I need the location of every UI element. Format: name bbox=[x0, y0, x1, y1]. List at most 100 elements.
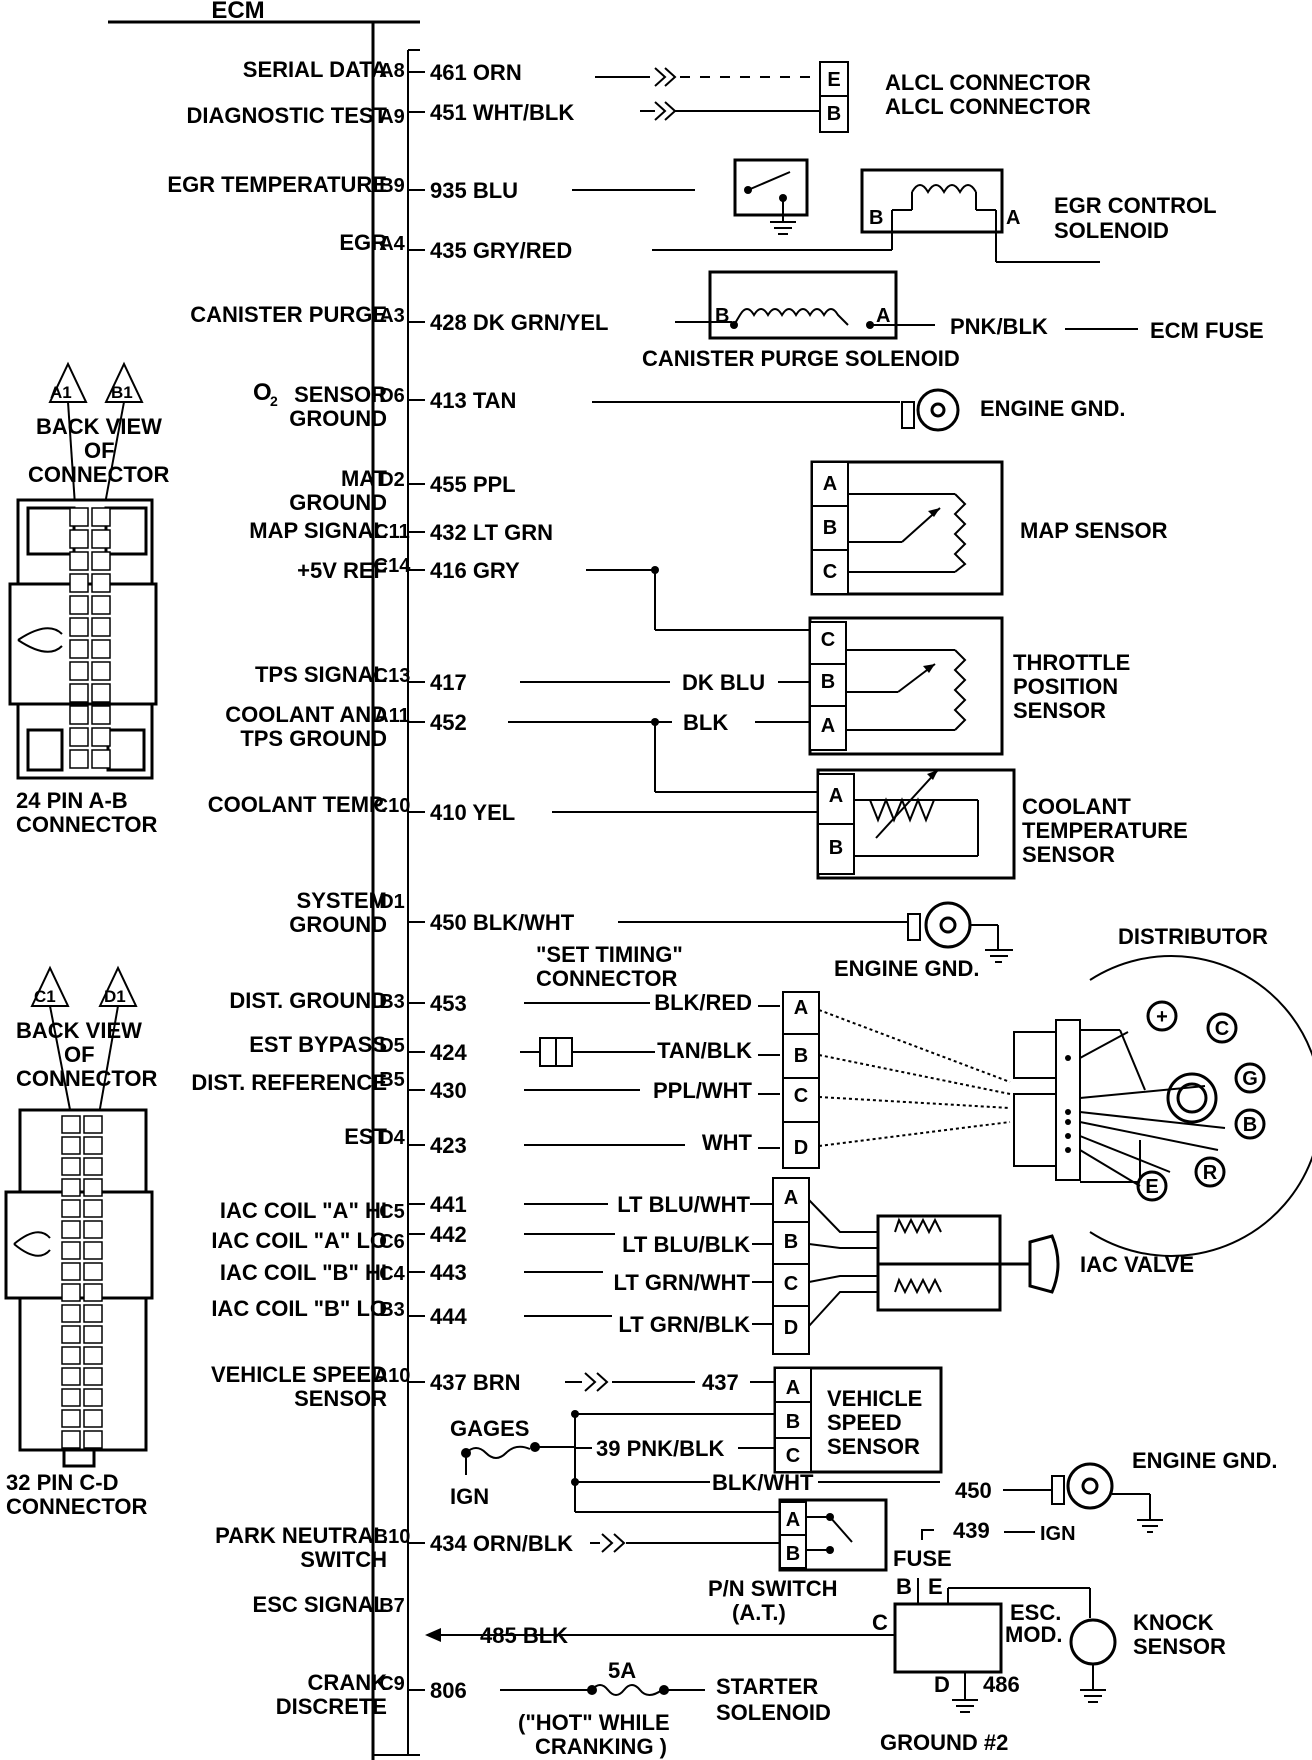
esc-l1: ESC. bbox=[1010, 1600, 1061, 1625]
crank-hot2: CRANKING ) bbox=[535, 1734, 667, 1759]
map-pin-b: B bbox=[823, 517, 837, 539]
ecm-pin-id: D4 bbox=[379, 1127, 405, 1149]
egr-control-solenoid: B A EGR CONTROL SOLENOID bbox=[652, 168, 1217, 263]
ecm-pin-label: GROUND bbox=[289, 490, 387, 515]
esc-ground: GROUND #2 bbox=[880, 1730, 1008, 1755]
ecm-pin-label: IAC COIL "B" LO bbox=[211, 1296, 387, 1321]
ecm-pin-id: D6 bbox=[379, 385, 405, 407]
conn-cd-v3: CONNECTOR bbox=[16, 1066, 157, 1091]
esc-wire-486: 486 bbox=[983, 1672, 1020, 1697]
ecm-wire-label: 443 bbox=[430, 1260, 467, 1285]
canister-purge-solenoid: B A PNK/BLK ECM FUSE CANISTER PURGE SOLE… bbox=[642, 270, 1264, 371]
vss-wire-450: 450 bbox=[955, 1478, 992, 1503]
distributor: DISTRIBUTOR "SET TIMING" CONNECTOR BLK/R… bbox=[520, 924, 1312, 1257]
dist-terminal bbox=[1206, 1012, 1238, 1044]
egr-temp-switch bbox=[572, 158, 809, 235]
ecm-pin-label: MAT bbox=[341, 466, 388, 491]
ecm-pin-label: DIAGNOSTIC TEST bbox=[187, 103, 388, 128]
conn-cd-v2: OF bbox=[64, 1042, 95, 1067]
ecm-pin-label: SWITCH bbox=[300, 1547, 387, 1572]
canister-pin-a: A bbox=[876, 305, 890, 327]
connector-pin bbox=[83, 1409, 103, 1428]
connector-pin bbox=[61, 1283, 81, 1302]
connector-pin bbox=[83, 1346, 103, 1365]
connector-pin bbox=[91, 617, 111, 637]
vss-wire-gnd: BLK/WHT bbox=[712, 1470, 814, 1495]
ecm-pin-label: IAC COIL "A" LO bbox=[211, 1228, 387, 1253]
conn-ab-v2: OF bbox=[84, 438, 115, 463]
connector-pin bbox=[83, 1283, 103, 1302]
o2-prefix: O bbox=[253, 379, 272, 406]
esc-module: 485 BLK ESC. MOD. B E C D 486 GROUND #2 … bbox=[425, 1574, 1226, 1755]
dist-terminal-label: G bbox=[1242, 1068, 1258, 1090]
connector-pin bbox=[83, 1178, 103, 1197]
connector-pin bbox=[61, 1325, 81, 1344]
egr-sol-title2: SOLENOID bbox=[1054, 218, 1169, 243]
o2-subscript: 2 bbox=[270, 393, 278, 409]
ecm-fuse-label: ECM FUSE bbox=[1150, 318, 1264, 343]
ecm-pin-label: SYSTEM bbox=[297, 888, 387, 913]
dist-terminal-label: C bbox=[1215, 1018, 1229, 1040]
connector-pin bbox=[83, 1367, 103, 1386]
ecm-pin-label: COOLANT AND bbox=[225, 702, 387, 727]
connector-pin bbox=[61, 1304, 81, 1323]
dist-wire-label: WHT bbox=[702, 1130, 753, 1155]
crank-circuit: 5A ("HOT" WHILE CRANKING ) STARTER SOLEN… bbox=[500, 1658, 831, 1759]
pn-switch: A B P/N SWITCH (A.T.) FUSE 439 IGN bbox=[590, 1498, 1076, 1625]
ecm-wire-label: 450 BLK/WHT bbox=[430, 910, 575, 935]
ecm-pin-label: ESC SIGNAL bbox=[253, 1592, 387, 1617]
coolant-temp-sensor: A B COOLANT TEMPERATURE SENSOR bbox=[552, 768, 1188, 880]
ecm-pin-id: A11 bbox=[374, 705, 410, 727]
engine-gnd-label-3: ENGINE GND. bbox=[1132, 1448, 1277, 1473]
connector-pin bbox=[61, 1388, 81, 1407]
engine-ground-d6: ENGINE GND. bbox=[592, 388, 1125, 432]
ecm-pin-id: D2 bbox=[379, 469, 405, 491]
conn-cd-cap2: CONNECTOR bbox=[6, 1494, 147, 1519]
connector-pin bbox=[69, 507, 89, 527]
crank-fuse: 5A bbox=[608, 1658, 636, 1683]
ecm-pin-label: TPS GROUND bbox=[240, 726, 387, 751]
ecm-wire-label: 441 bbox=[430, 1192, 467, 1217]
connector-pin bbox=[91, 683, 111, 703]
engine-ground-d1: ENGINE GND. bbox=[618, 901, 1013, 981]
ecm-pin-label: EST bbox=[344, 1124, 387, 1149]
tps-pin-b: B bbox=[821, 671, 835, 693]
connector-pin bbox=[61, 1115, 81, 1134]
ecm-pin-id: B3 bbox=[379, 1299, 405, 1321]
ecm-pin-id: B9 bbox=[379, 175, 405, 197]
knock-l1: KNOCK bbox=[1133, 1610, 1214, 1635]
connector-pin bbox=[69, 727, 89, 747]
connector-pin bbox=[61, 1220, 81, 1239]
ecm-pin-label: COOLANT TEMP. bbox=[208, 792, 387, 817]
ecm-wire-label: 455 PPL bbox=[430, 472, 516, 497]
ecm-pin-label: SERIAL DATA bbox=[243, 57, 387, 82]
conn-cd-cap1: 32 PIN C-D bbox=[6, 1470, 118, 1495]
connector-pin bbox=[61, 1262, 81, 1281]
iac-conn-pin: B bbox=[784, 1231, 798, 1253]
ecm-pin-id: D1 bbox=[379, 891, 405, 913]
tps-sensor: C B A THROTTLE POSITION SENSOR DK BLU BL… bbox=[508, 566, 1130, 793]
connector-pin bbox=[83, 1262, 103, 1281]
connector-pin bbox=[61, 1367, 81, 1386]
ecm-pin-id: C11 bbox=[374, 521, 410, 543]
conn-ab-v1: BACK VIEW bbox=[36, 414, 162, 439]
dist-terminal bbox=[1234, 1062, 1266, 1094]
crank-starter1: STARTER bbox=[716, 1674, 818, 1699]
coolant-l2: TEMPERATURE bbox=[1022, 818, 1188, 843]
connector-pin bbox=[91, 639, 111, 659]
dist-terminal-label: E bbox=[1145, 1176, 1158, 1198]
ecm-wire-label: 424 bbox=[430, 1040, 467, 1065]
ecm-wire-label: 451 WHT/BLK bbox=[430, 100, 574, 125]
conn-cd-pin1: C1 bbox=[34, 987, 56, 1006]
map-pin-c: C bbox=[823, 561, 837, 583]
dist-conn-pin: B bbox=[794, 1045, 808, 1067]
connector-pin bbox=[83, 1388, 103, 1407]
pn-l1: P/N SWITCH bbox=[708, 1576, 838, 1601]
connector-pin bbox=[69, 529, 89, 549]
vss-l3: SENSOR bbox=[827, 1434, 920, 1459]
ecm-pin-id: C9 bbox=[379, 1673, 405, 1695]
esc-pin-d: D bbox=[934, 1672, 950, 1697]
dist-conn-pin: C bbox=[794, 1085, 808, 1107]
